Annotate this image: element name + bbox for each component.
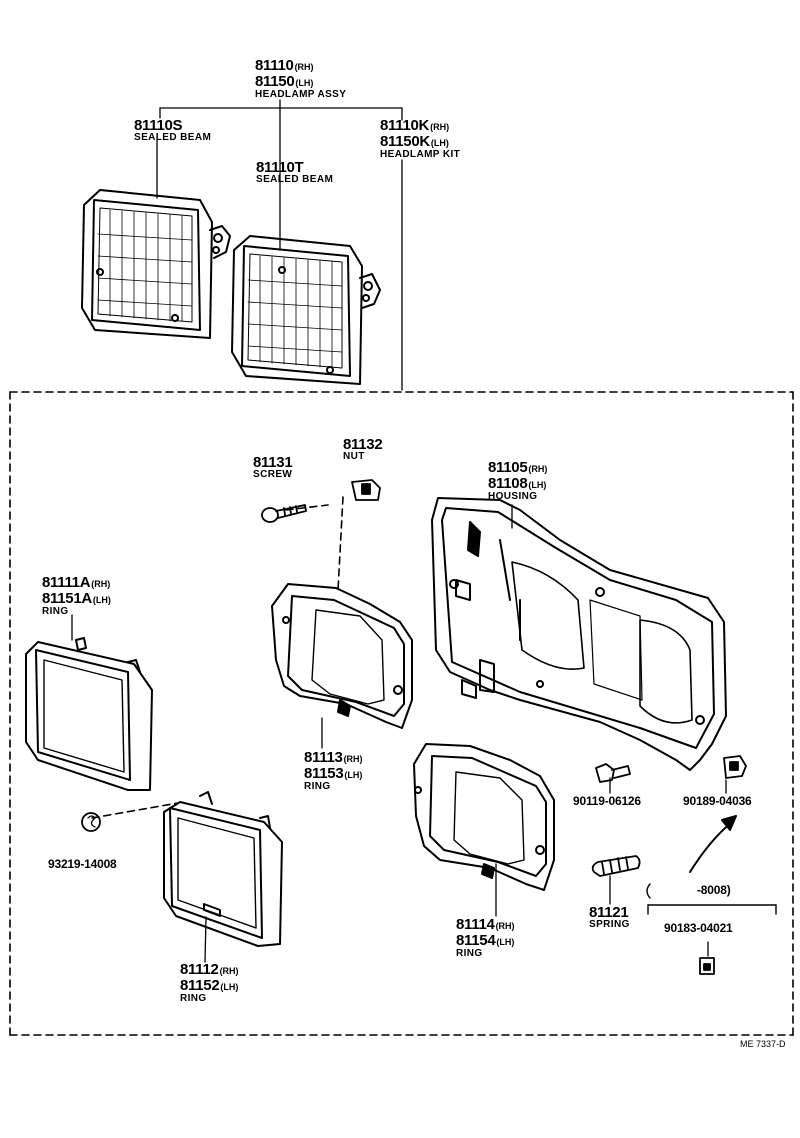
spring-81121	[591, 855, 641, 877]
label-clip: 93219-14008	[48, 857, 117, 871]
ring-81113	[271, 583, 413, 729]
sealed-beam-81110t	[231, 235, 381, 385]
label-sealed-beam-81110s: 81110S SEALED BEAM	[134, 117, 212, 143]
label-headlamp-kit: 81110K(RH) 81150K(LH) HEADLAMP KIT	[380, 117, 461, 160]
label-date-range: -8008)	[697, 883, 731, 897]
label-spring: 81121 SPRING	[589, 904, 630, 930]
label-ring-81113: 81113(RH) 81153(LH) RING	[304, 749, 363, 792]
bolt-90119-06126	[595, 763, 631, 783]
label-small-nut: 90183-04021	[664, 921, 733, 935]
sealed-beam-81110s	[81, 189, 231, 339]
date-bracket	[646, 883, 777, 915]
ring-81111a	[25, 637, 153, 791]
ring-81112	[163, 791, 283, 947]
label-nut-90189: 90189-04036	[683, 794, 752, 808]
label-housing: 81105(RH) 81108(LH) HOUSING	[488, 459, 548, 502]
screw-81131	[261, 504, 307, 523]
pointer-arrow	[689, 815, 737, 873]
label-headlamp-assy: 81110(RH) 81150(LH) HEADLAMP ASSY	[255, 57, 347, 100]
figure-reference: ME 7337-D	[740, 1039, 786, 1049]
label-bolt: 90119-06126	[573, 794, 641, 808]
housing-81105	[431, 497, 727, 771]
label-ring-81111a: 81111A(RH) 81151A(LH) RING	[42, 574, 111, 617]
nut-90189-04036	[723, 755, 747, 779]
label-ring-81112: 81112(RH) 81152(LH) RING	[180, 961, 239, 1004]
kit-boundary	[9, 391, 794, 1036]
label-nut: 81132 NUT	[343, 436, 383, 462]
clip-93219-14008	[81, 812, 101, 832]
nut-81132	[351, 479, 381, 501]
label-ring-81114: 81114(RH) 81154(LH) RING	[456, 916, 515, 959]
ring-81114	[413, 743, 555, 891]
leader-lines	[71, 99, 727, 963]
label-screw: 81131 SCREW	[253, 454, 293, 480]
label-sealed-beam-81110t: 81110T SEALED BEAM	[256, 159, 334, 185]
small-nut-90183-04021	[699, 957, 715, 975]
